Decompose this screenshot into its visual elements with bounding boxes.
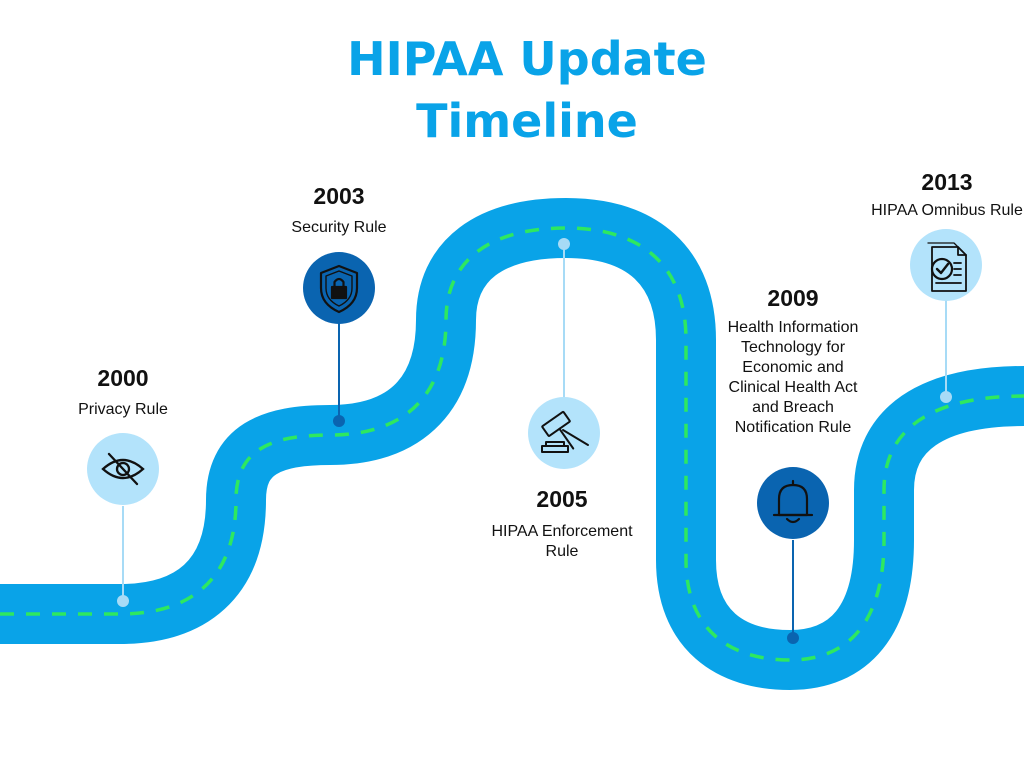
label-hitech-act: Health Information Technology for Econom…: [727, 319, 859, 436]
milestone-2013: [910, 229, 982, 403]
road: [0, 198, 1024, 690]
milestone-2009: [757, 467, 829, 644]
document-check-icon: [927, 242, 967, 292]
icon-circle: [757, 467, 829, 539]
bell-icon: [772, 479, 814, 524]
label-privacy-rule: Privacy Rule: [78, 401, 168, 418]
year-2005: 2005: [536, 486, 588, 512]
label-security-rule: Security Rule: [291, 219, 387, 236]
road-dot: [333, 415, 345, 427]
year-2013: 2013: [921, 169, 973, 195]
milestone-2005: [528, 238, 600, 469]
year-2003: 2003: [313, 183, 365, 209]
road-dot: [558, 238, 570, 250]
road-dot: [940, 391, 952, 403]
road-dot: [787, 632, 799, 644]
label-omnibus-rule: HIPAA Omnibus Rule: [871, 202, 1023, 219]
label-enforcement-rule: HIPAA Enforcement Rule: [491, 523, 633, 560]
milestone-2000: [87, 433, 159, 607]
road-center-dashes: [0, 226, 1024, 662]
gavel-icon: [541, 410, 589, 453]
road-dot: [117, 595, 129, 607]
milestone-2003: [303, 252, 375, 427]
page-title: HIPAA Update Timeline: [347, 32, 707, 148]
shield-lock-icon: [319, 264, 359, 314]
year-2009: 2009: [767, 285, 819, 311]
eye-slash-icon: [101, 452, 145, 486]
icon-circle: [528, 397, 600, 469]
year-2000: 2000: [97, 365, 149, 391]
